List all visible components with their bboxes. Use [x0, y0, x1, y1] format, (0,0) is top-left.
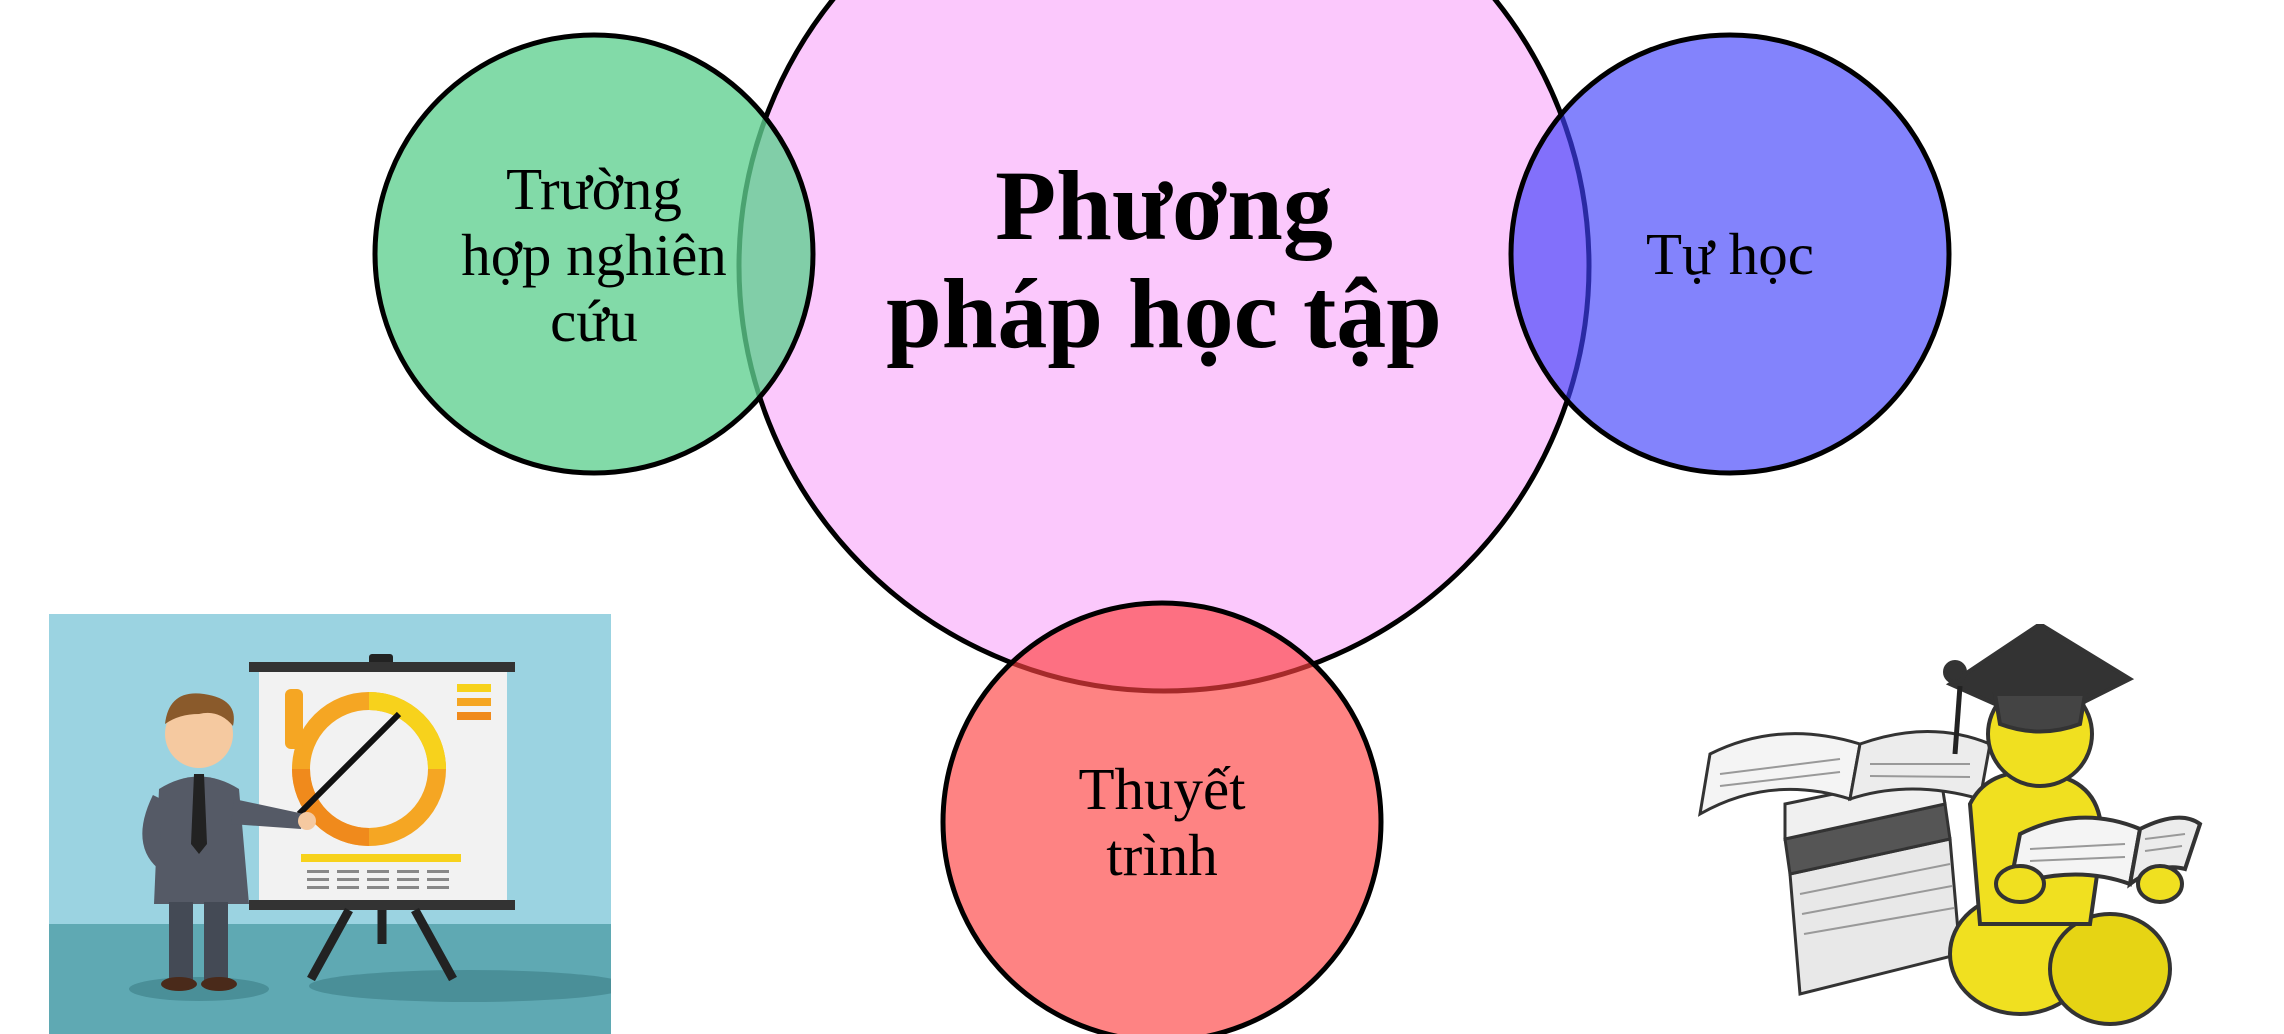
right-label-line1: Tự học: [1646, 221, 1814, 287]
bottom-label: Thuyết trình: [1078, 756, 1245, 888]
center-label: Phương pháp học tập: [886, 152, 1442, 368]
right-label: Tự học: [1646, 221, 1814, 287]
left-label-line1: Trường: [506, 156, 682, 222]
left-circle: [372, 32, 816, 476]
left-label-line3: cứu: [550, 288, 638, 354]
left-label: Trường hợp nghiên cứu: [461, 156, 727, 354]
graduate-reading-books-icon: [1698, 624, 2203, 1026]
bottom-label-line2: trình: [1106, 822, 1218, 888]
bottom-label-line1: Thuyết: [1078, 756, 1246, 822]
left-label-line2: hợp nghiên: [461, 222, 727, 288]
center-label-line1: Phương: [995, 150, 1333, 261]
bottom-circle: [940, 600, 1384, 1034]
presenter-with-chart-icon: [49, 614, 611, 1034]
center-label-line2: pháp học tập: [886, 258, 1442, 369]
right-circle: [1508, 32, 1952, 476]
